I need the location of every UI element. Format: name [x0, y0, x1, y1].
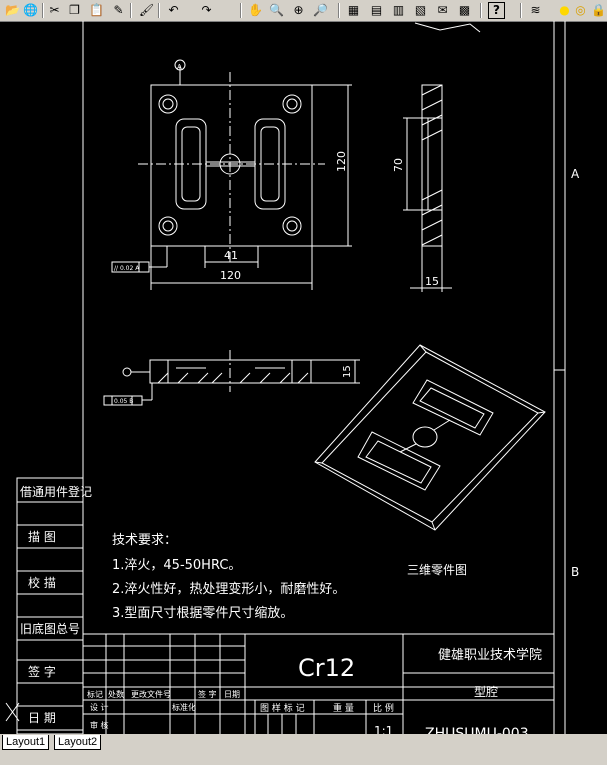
zoom-previous-icon[interactable]: 🔎 — [313, 3, 328, 17]
side-view: 70 15 — [392, 84, 452, 292]
tolerance-frame-top: // 0.02 A — [114, 265, 140, 272]
tool-palette-icon[interactable]: ▥ — [392, 3, 405, 17]
drawing-number: ZHUSUMU-003 — [425, 726, 529, 734]
calculator-icon[interactable]: ▩ — [458, 3, 471, 17]
copy-icon[interactable]: ❐ — [69, 3, 80, 17]
material-label: Cr12 — [298, 654, 355, 682]
header-2: 更改文件号 — [131, 689, 171, 699]
tab-layout1[interactable]: Layout1 — [2, 735, 50, 750]
toolbar-separator — [158, 3, 160, 18]
side-panel-3: 旧底图总号 — [20, 621, 80, 636]
paste-icon[interactable]: 📋 — [89, 3, 104, 17]
layers-icon[interactable]: ≋ — [530, 3, 541, 17]
note-1: 1.淬火，45-50HRC。 — [112, 558, 241, 573]
part-name: 型腔 — [474, 684, 498, 699]
side-panel-4: 签 字 — [28, 664, 56, 679]
toolbar-separator — [338, 3, 340, 18]
dim-thickness-15-side: 15 — [425, 275, 439, 288]
zoom-realtime-icon[interactable]: 🔍 — [269, 3, 284, 17]
partial-text-top — [414, 22, 481, 33]
dim-width-41: 41 — [224, 249, 238, 262]
note-3: 3.型面尺寸根据零件尺寸缩放。 — [112, 605, 293, 621]
side-panel-1: 描 图 — [28, 530, 56, 544]
zoom-window-icon[interactable]: ⊕ — [293, 3, 304, 17]
help-icon[interactable]: ? — [488, 2, 505, 19]
toolbar-separator — [520, 3, 522, 18]
zone-label-b: B — [571, 565, 579, 579]
cut-icon[interactable]: ✂ — [49, 3, 60, 17]
school-name: 健雄职业技术学院 — [438, 647, 542, 663]
header-1: 处数 — [108, 689, 124, 699]
markup-icon[interactable]: ✉ — [437, 3, 448, 17]
header-3: 签 字 — [198, 689, 217, 699]
drawing-canvas[interactable]: A B A 120 41 120 // 0.02 A — [0, 21, 607, 734]
toolbar-separator — [42, 3, 44, 18]
dim-height-70: 70 — [392, 158, 405, 172]
side-panel: 借通用件登记 描 图 校 描 旧底图总号 签 字 日 期 — [16, 477, 92, 734]
technical-notes: 技术要求： 1.淬火，45-50HRC。 2.淬火性好，热处理变形小，耐磨性好。… — [112, 533, 345, 621]
scale-value: 1:1 — [374, 724, 393, 734]
toolbar-separator — [240, 3, 242, 18]
side-panel-5: 日 期 — [28, 711, 56, 725]
sun-icon[interactable]: ◎ — [575, 3, 586, 17]
dim-thickness-15-section: 15 — [342, 365, 353, 378]
open-icon[interactable]: 📂 — [5, 3, 20, 17]
design-center-icon[interactable]: ▤ — [370, 3, 383, 17]
match-properties-icon[interactable]: ✎ — [113, 3, 124, 17]
iso-3d-view — [314, 344, 546, 531]
datum-a-symbol — [174, 59, 186, 71]
light-bulb-icon[interactable]: ● — [559, 3, 570, 17]
layout-tab-bar: Layout1 Layout2 — [0, 734, 607, 765]
section-view: 15 0.05 B — [103, 350, 360, 406]
tab-layout2[interactable]: Layout2 — [54, 735, 102, 750]
row3-0: 审 核 — [90, 720, 109, 730]
brush-icon[interactable]: 🖌 — [138, 3, 155, 17]
redo-icon[interactable]: ↷ — [201, 3, 212, 17]
info-label-2: 比 例 — [373, 702, 394, 714]
datum-a-letter: A — [177, 63, 182, 71]
title-block: Cr12 健雄职业技术学院 型腔 ZHUSUMU-003 1:1 标记 处数 更… — [83, 633, 554, 734]
dim-width-120: 120 — [220, 269, 241, 282]
standard-toolbar: 📂🌐 ✂ ❐ 📋 ✎ 🖌 ↶ ↷ ✋ 🔍 ⊕ 🔎 ▦ ▤ ▥ ▧ ✉ ▩? ≋ ● ◎ 🔒 — [0, 0, 607, 22]
tolerance-frame-section: 0.05 B — [114, 398, 133, 405]
view3d-label: 三维零件图 — [407, 563, 467, 577]
publish-icon[interactable]: 🌐 — [23, 3, 38, 17]
ucs-y-line — [5, 702, 20, 722]
properties-icon[interactable]: ▦ — [347, 3, 360, 17]
front-view: A 120 41 120 // 0.02 A — [111, 59, 352, 290]
row2-0: 设 计 — [90, 702, 109, 712]
dim-height-120: 120 — [335, 151, 348, 172]
pan-icon[interactable]: ✋ — [248, 3, 263, 17]
info-label-0: 图 样 标 记 — [260, 702, 305, 714]
row2-2: 标准化 — [172, 702, 196, 712]
zone-label-a: A — [571, 167, 580, 181]
sheet-set-icon[interactable]: ▧ — [414, 3, 427, 17]
side-panel-0: 借通用件登记 — [20, 484, 92, 499]
toolbar-separator — [130, 3, 132, 18]
undo-icon[interactable]: ↶ — [168, 3, 179, 17]
toolbar-separator — [480, 3, 482, 18]
header-0: 标记 — [87, 689, 103, 699]
lock-icon[interactable]: 🔒 — [591, 3, 606, 17]
header-4: 日期 — [224, 690, 240, 699]
notes-title: 技术要求： — [112, 533, 177, 548]
side-panel-2: 校 描 — [28, 575, 56, 590]
note-2: 2.淬火性好，热处理变形小，耐磨性好。 — [112, 581, 345, 597]
info-label-1: 重 量 — [333, 702, 354, 714]
